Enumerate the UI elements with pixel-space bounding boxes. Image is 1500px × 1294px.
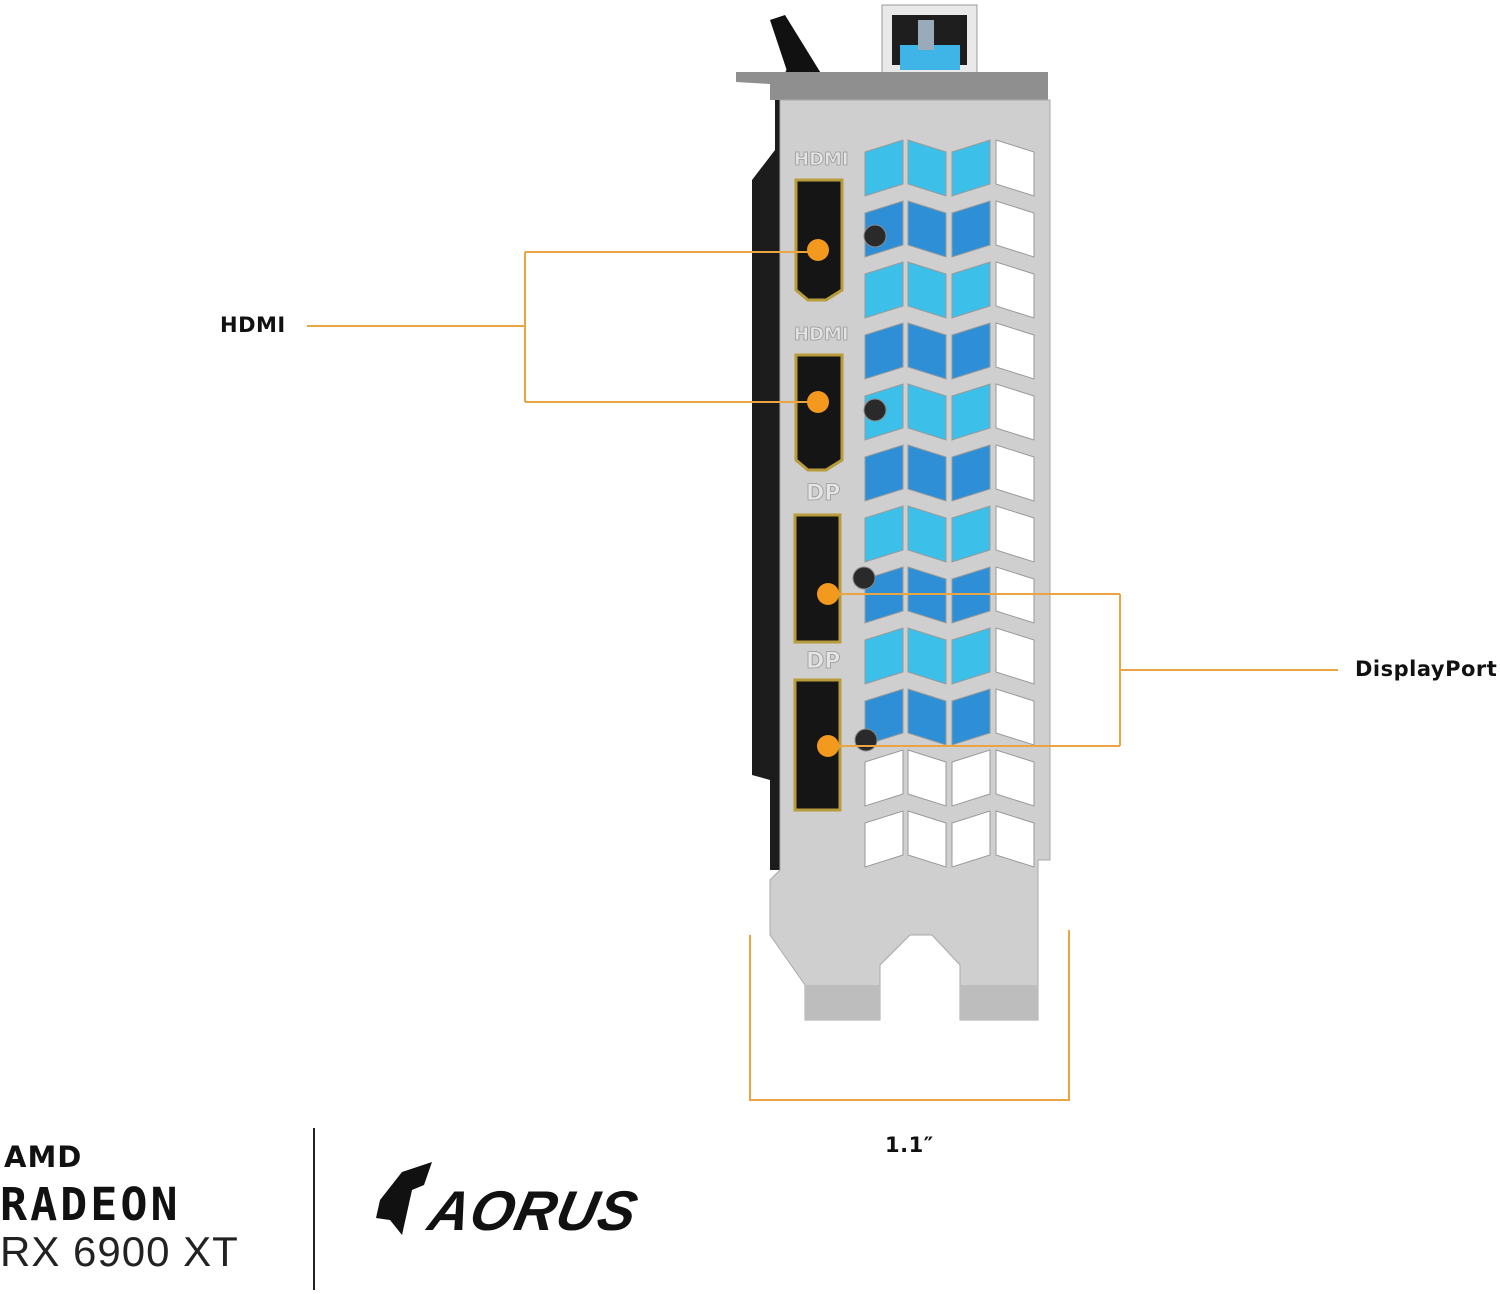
screw-icon <box>852 566 876 590</box>
amd-logo: AMD <box>4 1140 83 1174</box>
vent-cell <box>951 505 991 563</box>
radeon-logo: RADEON <box>0 1178 181 1231</box>
vent-cell <box>907 749 947 807</box>
hdmi-label: HDMI <box>220 313 286 337</box>
vent-cell <box>995 749 1035 807</box>
vent-cell <box>995 810 1035 868</box>
vent-cell <box>995 383 1035 441</box>
displayport-label: DisplayPort <box>1355 657 1498 681</box>
vent-grid <box>864 139 1035 868</box>
vent-cell <box>864 444 904 502</box>
shroud-fin <box>770 15 822 80</box>
aorus-eagle-icon <box>376 1162 432 1235</box>
vent-cell <box>951 322 991 380</box>
port-marking: HDMI <box>794 324 849 345</box>
vent-cell <box>907 383 947 441</box>
screw-icon <box>863 224 887 248</box>
vent-cell <box>907 627 947 685</box>
hdmi-callout-line <box>307 251 818 403</box>
vent-cell <box>995 322 1035 380</box>
callout-dot <box>817 583 839 605</box>
vent-cell <box>951 749 991 807</box>
vent-cell <box>907 505 947 563</box>
vent-cell <box>995 444 1035 502</box>
callout-dot <box>817 735 839 757</box>
displayport-1 <box>793 513 876 644</box>
width-dimension-label: 1.1″ <box>885 1133 934 1157</box>
callout-dot <box>807 239 829 261</box>
width-dimension-line <box>749 930 1070 1101</box>
vent-cell <box>951 810 991 868</box>
vent-cell <box>907 810 947 868</box>
callout-dots <box>807 239 839 757</box>
displayport-callout-line <box>828 593 1338 747</box>
vent-cell <box>907 322 947 380</box>
vent-cell <box>864 749 904 807</box>
port-marking: DP <box>806 649 840 674</box>
vent-cell <box>951 627 991 685</box>
vent-cell <box>907 200 947 258</box>
callout-lines <box>307 251 1338 1101</box>
screw-icon <box>863 398 887 422</box>
vent-cell <box>951 200 991 258</box>
vent-cell <box>907 261 947 319</box>
screw-icon <box>854 728 878 752</box>
vent-cell <box>864 322 904 380</box>
vent-cell <box>995 505 1035 563</box>
vent-cell <box>864 810 904 868</box>
hdmi-port-1 <box>794 178 887 302</box>
port-marking: HDMI <box>794 149 849 170</box>
vent-cell <box>951 383 991 441</box>
callout-dot <box>807 391 829 413</box>
vent-cell <box>995 200 1035 258</box>
vent-cell <box>951 444 991 502</box>
vent-cell <box>864 261 904 319</box>
vent-cell <box>907 139 947 197</box>
screw-icon <box>918 20 934 50</box>
vent-cell <box>995 139 1035 197</box>
vent-cell <box>995 261 1035 319</box>
vent-cell <box>864 139 904 197</box>
vent-cell <box>951 688 991 746</box>
vent-cell <box>864 627 904 685</box>
aorus-logo: AORUS <box>423 1179 644 1242</box>
port-marking: DP <box>806 481 840 506</box>
vent-cell <box>995 627 1035 685</box>
vent-cell <box>864 505 904 563</box>
vent-cell <box>951 261 991 319</box>
gpu-model: RX 6900 XT <box>0 1228 239 1275</box>
vent-cell <box>951 139 991 197</box>
vent-cell <box>907 444 947 502</box>
logo-divider <box>313 1128 315 1290</box>
